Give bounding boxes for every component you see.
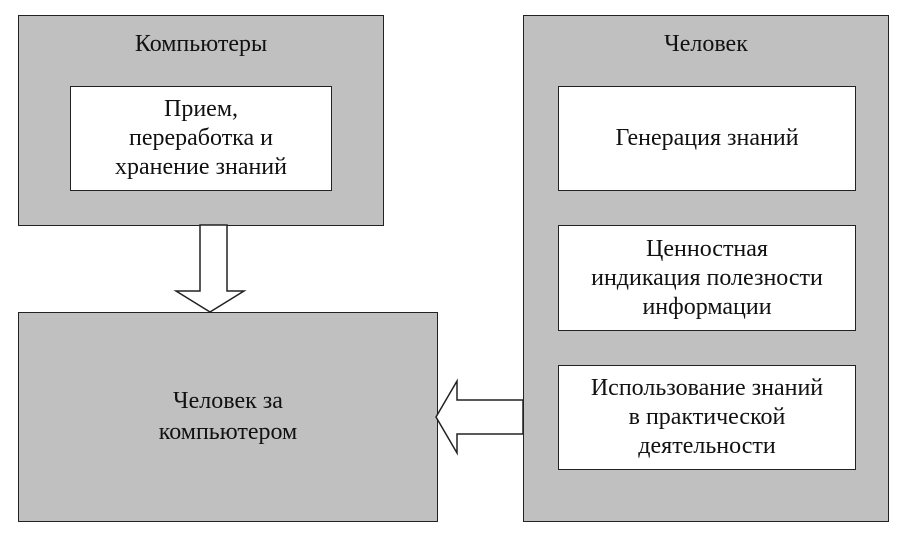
human-title: Человек — [664, 31, 748, 57]
knowledge-use-box: Использование знаний в практической деят… — [558, 365, 856, 470]
computers-process-box: Прием, переработка и хранение знаний — [70, 86, 332, 191]
human-at-computer-panel: Человек за компьютером — [18, 312, 438, 522]
knowledge-generation-box: Генерация знаний — [558, 86, 856, 191]
computers-title: Компьютеры — [134, 31, 268, 57]
human-panel: Человек Генерация знаний Ценностная инди… — [523, 15, 889, 522]
left-arrow-icon — [435, 378, 524, 456]
value-indication-box: Ценностная индикация полезности информац… — [558, 225, 856, 331]
human-at-computer-label: Человек за компьютером — [158, 388, 298, 445]
computers-panel: Компьютеры Прием, переработка и хранение… — [18, 15, 384, 226]
down-arrow-icon — [173, 224, 247, 313]
